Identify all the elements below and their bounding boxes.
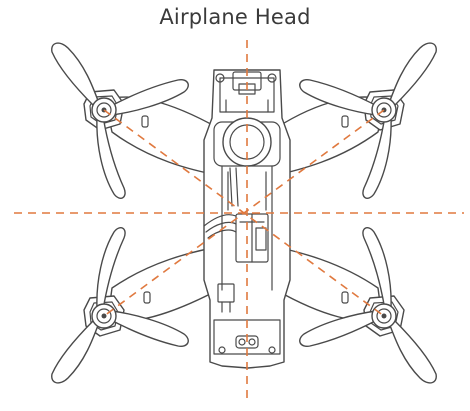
reference-lines (14, 40, 464, 400)
airplane-head-label: Airplane Head (159, 5, 311, 29)
frame-body (203, 69, 291, 369)
diagonal-axis-fr-rl (103, 109, 385, 317)
